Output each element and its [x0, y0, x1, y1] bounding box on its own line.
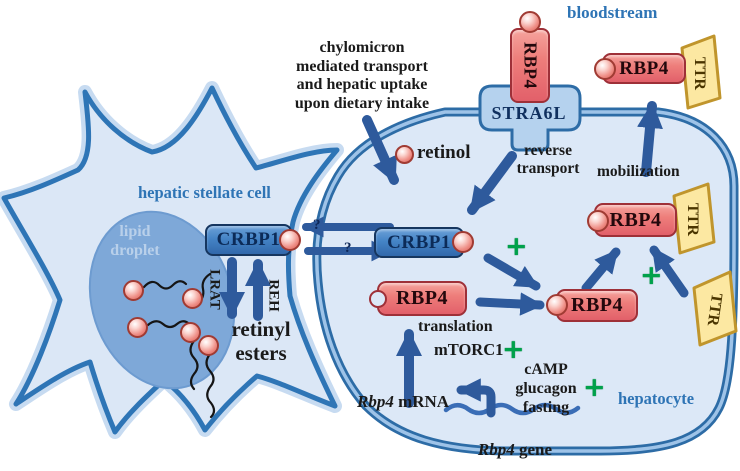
rbp4-holo-label: RBP4 — [571, 294, 623, 316]
rbp4-mrna-italic: Rbp4 — [357, 392, 394, 411]
plus-ttr-arrow: + — [640, 260, 663, 291]
hepatocyte-label: hepatocyte — [618, 389, 695, 408]
mobilization-label: mobilization — [597, 163, 680, 180]
retinol-ball-crbp1-stellate — [279, 229, 301, 251]
retinyl-ball-5 — [198, 335, 219, 356]
lrat-label: LRAT — [206, 269, 223, 310]
ttr-free-shape — [692, 270, 738, 347]
chylomicron-annotation: chylomicron mediated transport and hepat… — [294, 39, 430, 112]
stellate-cell-label: hepatic stellate cell — [138, 183, 271, 202]
rbp4-bloodstream-label: RBP4 — [619, 57, 669, 79]
rbp4-gene-wave — [443, 402, 581, 416]
retinol-ball-stra6l — [519, 11, 541, 33]
rbp4-gene-suffix: gene — [514, 440, 553, 459]
crbp1-stellate-box: CRBP1 — [205, 224, 292, 256]
transcription-arrow — [456, 378, 496, 418]
ttr-to-complex-arrow — [649, 245, 689, 298]
question-mark-left: ? — [313, 217, 321, 233]
rbp4-bloodstream-box: RBP4 — [602, 53, 686, 84]
retinol-ball-bloodstream — [594, 58, 616, 80]
rbp4-gene-label: Rbp4 gene — [470, 420, 560, 460]
rbp4-apo-label: RBP4 — [396, 287, 448, 309]
rbp4-stra6l-box: RBP4 — [510, 28, 550, 103]
crbp1-to-rbp4-arrow — [483, 253, 541, 291]
ttr-complex-label: TTR — [684, 202, 701, 236]
retinyl-esters-label: retinyl esters — [231, 317, 291, 365]
rbp4-to-complex-arrow — [581, 247, 621, 293]
rbp4-apo-notch — [369, 289, 387, 308]
rbp4-mrna-label: Rbp4 mRNA — [357, 372, 449, 412]
ttr-complex-shape — [672, 182, 716, 255]
mtorc1-label: mTORC1 — [434, 340, 504, 359]
retinol-label: retinol — [417, 142, 471, 163]
plus-glucagon: + — [583, 372, 606, 403]
bloodstream-label: bloodstream — [567, 3, 658, 22]
rbp4-holo-box: RBP4 — [556, 289, 638, 322]
retinol-ball-complex — [587, 210, 609, 232]
ttr-bloodstream-shape — [680, 34, 722, 110]
pathway-arrows — [218, 101, 689, 418]
retinol-ball-free — [395, 145, 414, 164]
stra6l-label: STRA6L — [491, 103, 567, 123]
question-mark-right: ? — [344, 240, 352, 256]
lipid-droplet-label: lipid droplet — [110, 223, 160, 259]
camp-glucagon-fasting-label: cAMP glucagon fasting — [515, 361, 577, 416]
retinol-ball-crbp1-hepatocyte — [452, 231, 474, 253]
rbp4-apo-box: RBP4 — [369, 281, 467, 316]
ttr-bloodstream-label: TTR — [691, 56, 708, 90]
plus-crbp1-arrow: + — [505, 231, 528, 262]
crbp1-hepatocyte-label: CRBP1 — [387, 231, 451, 253]
apo-to-holo-arrow — [475, 292, 545, 316]
retinol-ball-holo — [546, 294, 568, 316]
crbp1-stellate-label: CRBP1 — [216, 229, 281, 250]
rbp4-mrna-suffix: mRNA — [393, 392, 450, 411]
crbp1-hepatocyte-box: CRBP1 — [374, 227, 464, 258]
retinyl-ball-3 — [127, 317, 148, 338]
rbp4-gene-italic: Rbp4 — [477, 440, 515, 459]
retinyl-ball-4 — [180, 322, 201, 343]
reverse-transport-arrow — [467, 151, 517, 215]
mobilization-arrow — [637, 101, 663, 177]
chylomicron-uptake-arrow — [362, 115, 399, 185]
stra6l-receptor-shape — [478, 84, 582, 152]
retinyl-ball-2 — [182, 288, 203, 309]
translation-label: translation — [418, 318, 493, 335]
ttr-shapes — [672, 34, 738, 347]
reverse-transport-label: reverse transport — [516, 142, 580, 177]
plus-mtorc1: + — [502, 334, 525, 365]
rbp4-complex-label: RBP4 — [609, 208, 662, 231]
retinyl-ball-1 — [123, 280, 144, 301]
rbp4-stra6l-label: RBP4 — [520, 42, 541, 89]
